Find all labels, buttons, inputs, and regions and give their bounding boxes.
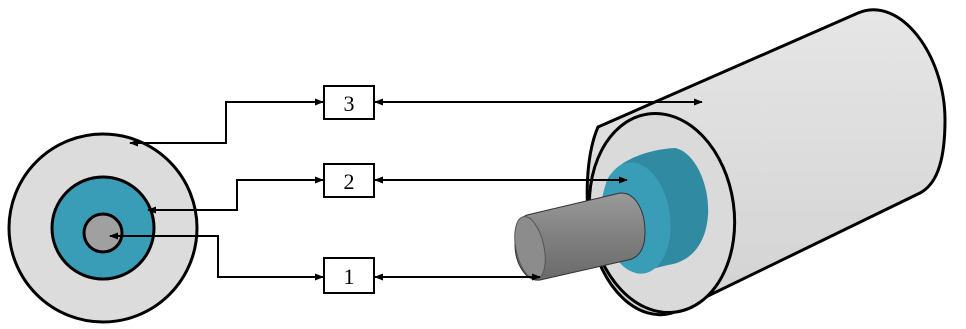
cable-3d [514,8,947,317]
label-1-text: 1 [344,264,355,289]
leader-2-left [147,176,324,214]
label-2-text: 2 [344,169,355,194]
label-box-3: 3 [323,85,375,120]
label-3-text: 3 [344,91,355,116]
label-box-2: 2 [323,163,375,198]
cross-section [7,132,199,324]
core-circle [82,212,124,254]
label-box-1: 1 [323,257,375,294]
leader-3-left [129,98,324,147]
leaders [109,98,703,281]
leader-1-left [109,232,324,281]
